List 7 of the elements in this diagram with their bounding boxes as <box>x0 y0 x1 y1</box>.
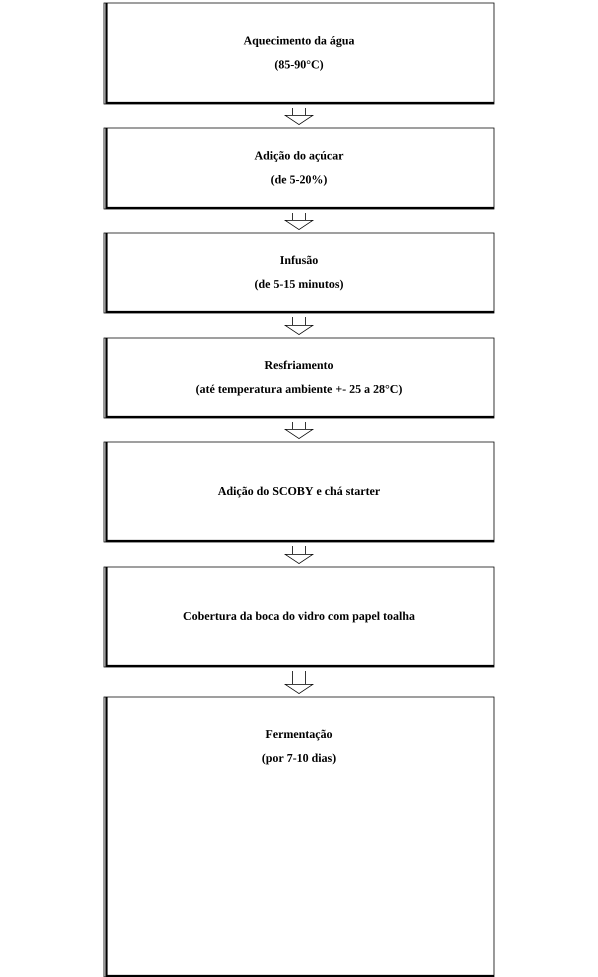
process-box: Cobertura da boca do vidro com papel toalha <box>104 566 494 668</box>
process-box: Infusão (de 5-15 minutos) <box>104 232 494 314</box>
process-box: Aquecimento da água (85-90°C) <box>104 2 494 104</box>
process-box: Resfriamento (até temperatura ambiente +- 25 a 28°C) <box>104 338 494 418</box>
process-box: Adição do açúcar (de 5-20%) <box>104 128 494 210</box>
process-box: Fermentação (por 7-10 dias) <box>104 696 494 977</box>
process-box: Adição do SCOBY e chá starter <box>104 442 494 542</box>
